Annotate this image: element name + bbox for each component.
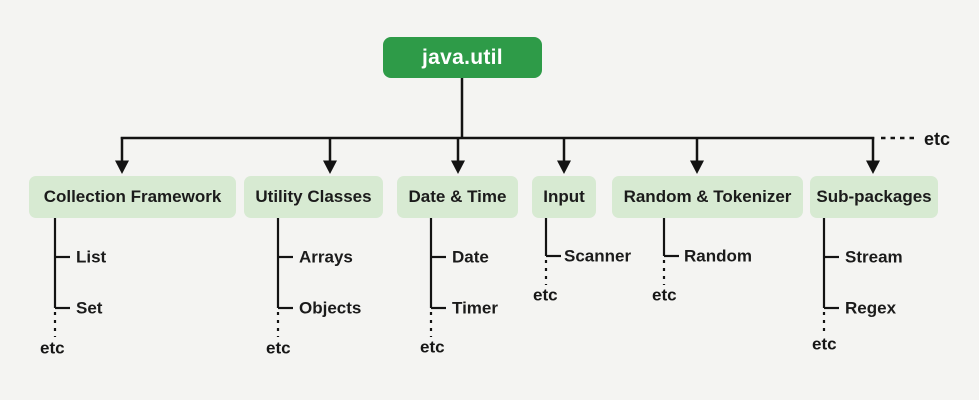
leaf-scanner: Scanner bbox=[564, 246, 632, 266]
leaf-random: Random bbox=[684, 246, 752, 266]
leaf-arrays: Arrays bbox=[299, 247, 353, 267]
etc-random-tokenizer: etc bbox=[652, 285, 677, 305]
etc-collection-framework: etc bbox=[40, 338, 65, 358]
category-sub-packages: Sub-packages bbox=[810, 176, 938, 218]
leaf-objects: Objects bbox=[299, 298, 362, 318]
root-node-java-util: java.util bbox=[383, 37, 542, 78]
etc-utility-classes: etc bbox=[266, 338, 291, 358]
category-input: Input bbox=[532, 176, 596, 218]
etc-overflow-right: etc bbox=[924, 129, 951, 149]
arrowheads bbox=[115, 160, 880, 174]
leaf-date: Date bbox=[452, 247, 489, 267]
leaf-stream: Stream bbox=[845, 247, 903, 267]
category-utility-classes: Utility Classes bbox=[244, 176, 383, 218]
leaf-list: List bbox=[76, 247, 107, 267]
leaf-regex: Regex bbox=[845, 298, 897, 318]
trunk-lines bbox=[120, 78, 917, 162]
category-date-time: Date & Time bbox=[397, 176, 518, 218]
etc-input: etc bbox=[533, 285, 558, 305]
category-collection-framework: Collection Framework bbox=[29, 176, 236, 218]
category-random-tokenizer: Random & Tokenizer bbox=[612, 176, 803, 218]
leaf-set: Set bbox=[76, 298, 103, 318]
etc-sub-packages: etc bbox=[812, 334, 837, 354]
etc-date-time: etc bbox=[420, 337, 445, 357]
branch-lines bbox=[53, 218, 839, 337]
leaf-timer: Timer bbox=[452, 298, 498, 318]
